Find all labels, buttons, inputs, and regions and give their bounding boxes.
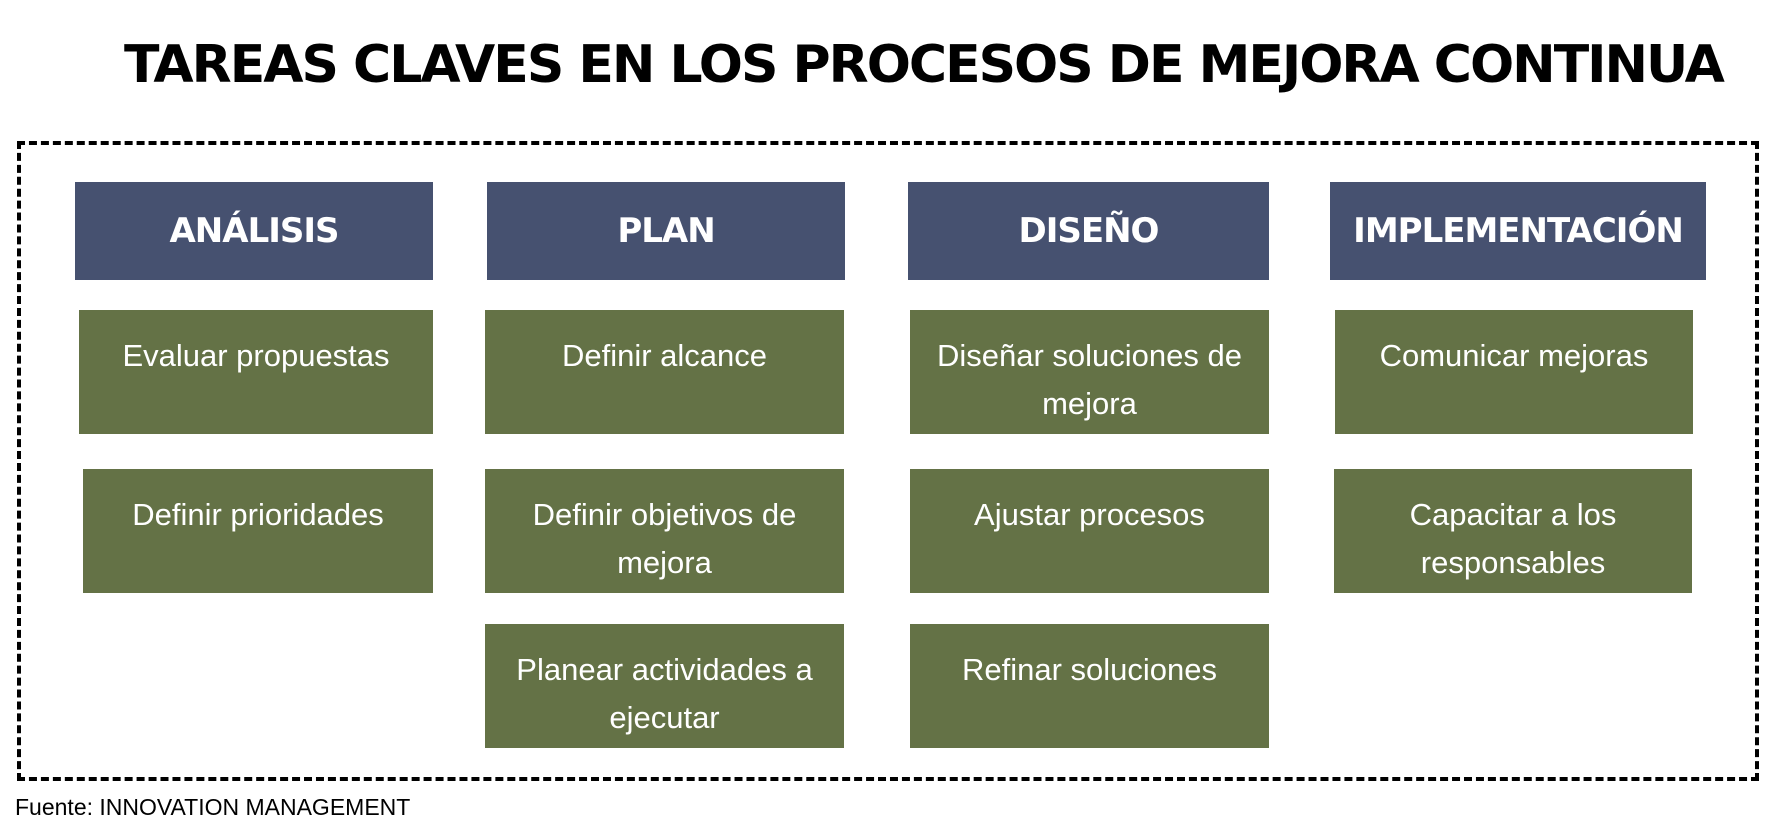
task-box: Planear actividades a ejecutar [485, 624, 844, 748]
task-box: Ajustar procesos [910, 469, 1269, 593]
task-box: Comunicar mejoras [1335, 310, 1693, 434]
task-box: Evaluar propuestas [79, 310, 433, 434]
task-box: Definir prioridades [83, 469, 433, 593]
task-box: Capacitar a los responsables [1334, 469, 1692, 593]
diagram-frame [17, 141, 1759, 781]
column-header-analisis: ANÁLISIS [75, 182, 433, 280]
task-box: Refinar soluciones [910, 624, 1269, 748]
task-box: Definir objetivos de mejora [485, 469, 844, 593]
column-header-diseno: DISEÑO [908, 182, 1269, 280]
column-header-plan: PLAN [487, 182, 845, 280]
source-note: Fuente: INNOVATION MANAGEMENT [15, 794, 411, 820]
task-box: Diseñar soluciones de mejora [910, 310, 1269, 434]
task-box: Definir alcance [485, 310, 844, 434]
column-header-implementacion: IMPLEMENTACIÓN [1330, 182, 1706, 280]
page-title: TAREAS CLAVES EN LOS PROCESOS DE MEJORA … [124, 35, 1725, 95]
